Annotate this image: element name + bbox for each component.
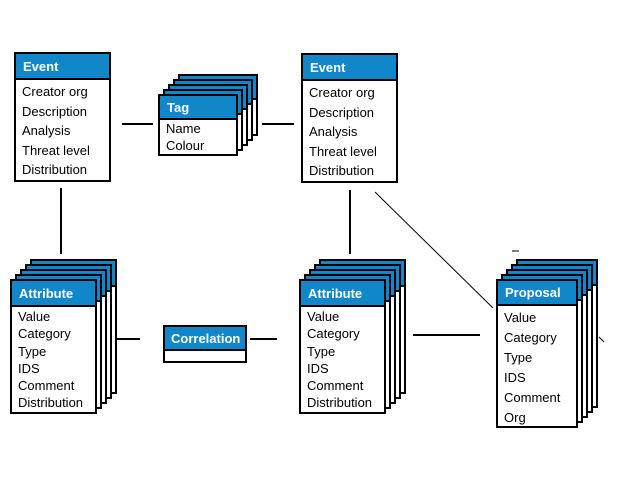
entity-field: Category (504, 330, 557, 345)
entity-card: Correlation (163, 325, 247, 363)
entity-title: Correlation (165, 327, 245, 351)
entity-field: IDS (18, 360, 40, 376)
entity-correlation: Correlation (163, 325, 247, 363)
entity-title: Tag (160, 96, 236, 120)
entity-title: Attribute (12, 281, 95, 307)
entity-field: Distribution (18, 395, 84, 411)
entity-field: Type (307, 343, 336, 359)
entity-field: Type (504, 350, 533, 365)
entity-field: Colour (166, 138, 205, 153)
entity-field: Analysis (22, 123, 71, 138)
entity-title: Event (16, 54, 109, 80)
stray-mark (598, 336, 605, 343)
entity-field: Type (18, 343, 47, 359)
entity-field: Category (307, 326, 360, 342)
entity-field: IDS (504, 370, 526, 385)
entity-field: Creator org (22, 84, 88, 99)
entity-field: Comment (18, 378, 75, 394)
entity-field: Org (504, 410, 526, 425)
entity-field: Creator org (309, 85, 375, 100)
entity-title: Attribute (301, 281, 384, 307)
entity-field: Name (166, 121, 201, 136)
entity-field: Distribution (307, 395, 373, 411)
entity-field: Comment (307, 378, 364, 394)
entity-field: IDS (307, 360, 329, 376)
entity-field: Value (307, 309, 340, 324)
entity-field: Value (18, 309, 51, 324)
entity-field: Description (309, 104, 375, 120)
entity-field: Distribution (309, 163, 375, 178)
entity-field: Threat level (22, 142, 90, 158)
entity-field: Category (18, 326, 71, 342)
entity-field: Analysis (309, 124, 358, 139)
entity-field: Description (22, 103, 88, 119)
entity-field: Comment (504, 390, 561, 405)
entity-field: Threat level (309, 143, 377, 159)
entity-field: Value (504, 310, 537, 325)
entity-field: Distribution (22, 162, 88, 177)
entity-title: Proposal (498, 281, 576, 306)
entity-title: Event (303, 55, 396, 81)
